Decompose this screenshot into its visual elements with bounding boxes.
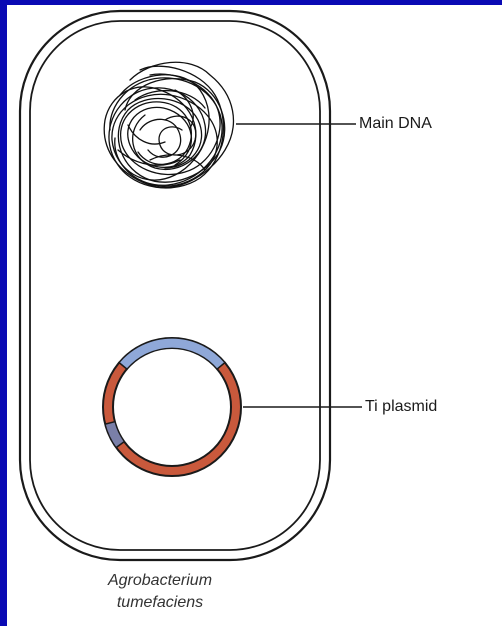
- cell-outer-wall: [18, 9, 332, 562]
- main-dna-label: Main DNA: [359, 115, 432, 132]
- caption-species: tumefaciens: [116, 594, 204, 611]
- ti-plasmid-label: Ti plasmid: [365, 398, 438, 415]
- ti-plasmid: [102, 337, 242, 477]
- frame-border-left: [0, 0, 7, 626]
- main-dna-tangle: [103, 61, 235, 189]
- caption-genus: Agrobacterium: [107, 572, 213, 589]
- cell-inner-wall: [29, 20, 321, 551]
- plasmid-segment-top: [119, 338, 225, 369]
- frame-border-top: [0, 0, 502, 5]
